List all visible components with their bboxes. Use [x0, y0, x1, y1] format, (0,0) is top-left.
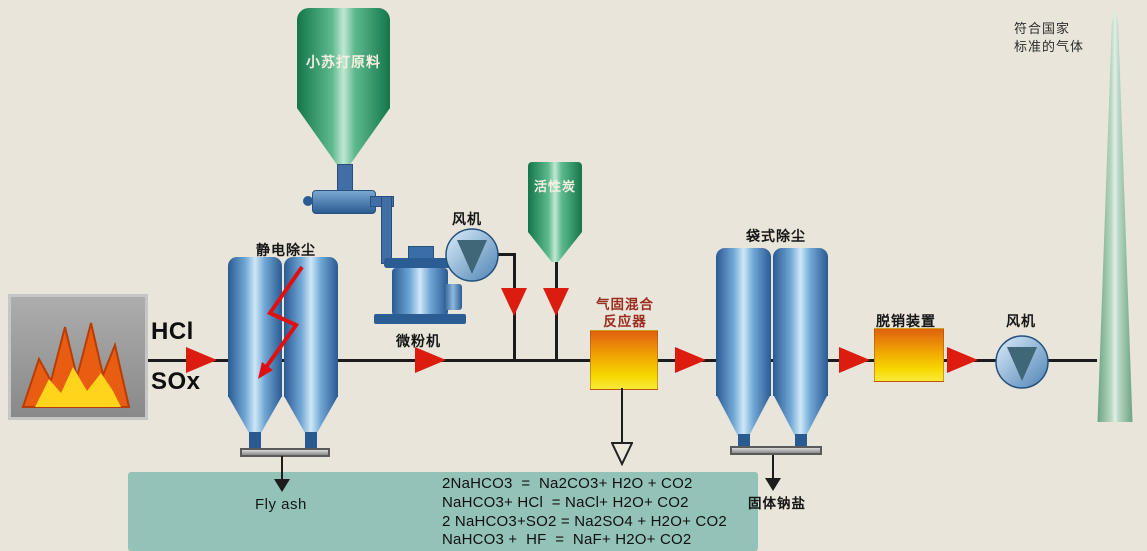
reactor-label-line1: 气固混合 — [596, 297, 654, 312]
fan-duct-elbow — [498, 253, 515, 256]
flyash-drop-line — [281, 456, 283, 480]
esp-ash-tray — [240, 448, 330, 457]
soda-silo-body — [297, 8, 390, 108]
flyash-label: Fly ash — [255, 496, 307, 513]
reactor-box — [590, 330, 658, 390]
bagfilter-column-right — [773, 248, 828, 396]
flow-arrow-down-fan — [501, 288, 527, 316]
bagfilter-outlet-left — [738, 434, 750, 448]
carbon-hopper-cone — [528, 232, 582, 262]
equation-line-3: 2 NaHCO3+SO2 = Na2SO4 + H2O+ CO2 — [442, 513, 727, 530]
gas-label-hcl: HCl — [151, 318, 194, 345]
exhaust-stack — [1097, 6, 1133, 422]
equation-line-1: 2NaHCO3 = Na2CO3+ H2O + CO2 — [442, 475, 693, 492]
carbon-hopper-body — [528, 162, 582, 232]
fan2-label: 风机 — [1006, 313, 1036, 329]
mill-top-flange — [384, 258, 456, 268]
carbon-label: 活性炭 — [533, 179, 576, 194]
mill-body — [392, 268, 448, 316]
mill-base — [374, 314, 466, 324]
equation-line-2: NaHCO3+ HCl = NaCl+ H2O+ CO2 — [442, 494, 689, 511]
reactor-arrowhead-icon — [611, 442, 633, 466]
feed-pipe-vertical — [381, 196, 392, 264]
esp-outlet-left — [249, 432, 261, 448]
esp-column-left — [228, 257, 282, 397]
fan-icon — [995, 335, 1049, 389]
incinerator — [8, 294, 148, 420]
stack-gas-label-line2: 标准的气体 — [1014, 39, 1085, 54]
reactor-label-line2: 反应器 — [603, 314, 647, 329]
bagfilter-label: 袋式除尘 — [746, 228, 806, 244]
bagfilter-column-left — [716, 248, 771, 396]
salt-arrowhead-icon — [765, 478, 781, 491]
esp-label: 静电除尘 — [256, 242, 316, 258]
bagfilter-salt-tray — [730, 446, 822, 455]
flow-arrow-right-3 — [675, 347, 706, 373]
flow-arrow-right-5 — [947, 347, 978, 373]
gas-label-sox: SOx — [151, 368, 201, 395]
feeder-motor-icon — [303, 196, 313, 206]
esp-outlet-right — [305, 432, 317, 448]
flyash-arrowhead-icon — [274, 479, 290, 492]
mill-label: 微粉机 — [396, 333, 441, 349]
soda-silo-cone — [297, 108, 390, 166]
rotary-feeder — [312, 190, 376, 214]
bagfilter-hopper-left — [716, 394, 771, 436]
reactor-drop-line — [621, 388, 623, 444]
flow-arrow-down-carbon — [543, 288, 569, 316]
denox-label: 脱销装置 — [876, 313, 936, 329]
salt-drop-line — [772, 455, 774, 480]
denox-box — [874, 328, 944, 382]
equations-panel — [128, 472, 758, 551]
mill-motor — [444, 284, 462, 310]
soda-silo-label: 小苏打原料 — [306, 54, 381, 70]
flame-icon — [21, 322, 131, 408]
fan-icon — [445, 228, 499, 282]
sodium-salt-label: 固体钠盐 — [748, 496, 806, 511]
flow-arrow-right-4 — [839, 347, 870, 373]
esp-hopper-left — [228, 396, 282, 434]
bagfilter-hopper-right — [773, 394, 828, 436]
lightning-icon — [258, 265, 304, 379]
bagfilter-outlet-right — [795, 434, 807, 448]
fan1-label: 风机 — [452, 211, 482, 227]
equation-line-4: NaHCO3 + HF = NaF+ H2O+ CO2 — [442, 531, 692, 548]
esp-hopper-right — [284, 396, 338, 434]
flow-arrow-right-2 — [415, 347, 446, 373]
stack-gas-label-line1: 符合国家 — [1014, 21, 1071, 36]
flow-arrow-right-1 — [186, 347, 217, 373]
